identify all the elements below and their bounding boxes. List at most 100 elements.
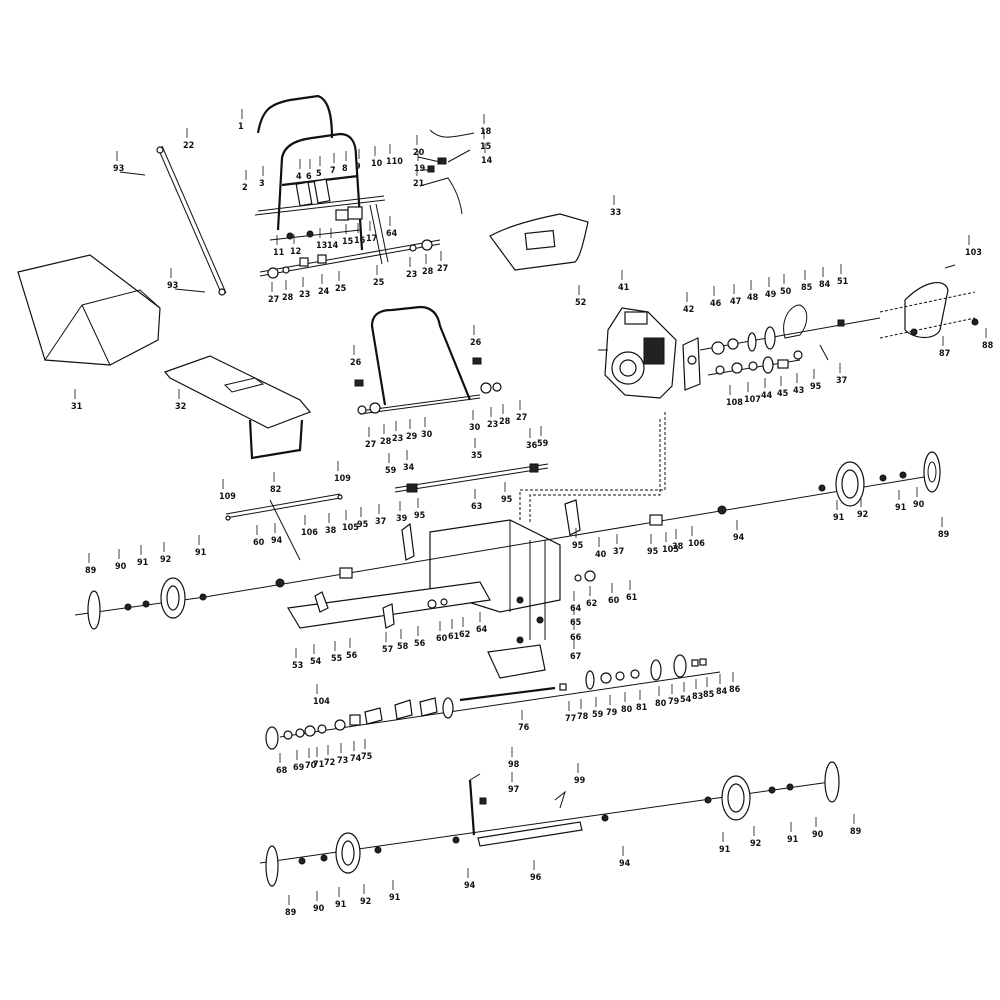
callout-label-35: 35	[471, 451, 483, 461]
callout-label-97: 97	[508, 785, 519, 795]
callout-label-77: 77	[565, 714, 576, 724]
grass-bag-drawing	[17, 254, 161, 366]
callout-label-106: 106	[688, 539, 705, 549]
callout-label-37: 37	[375, 517, 386, 527]
callout-label-54: 54	[310, 657, 322, 667]
callout-label-26: 26	[350, 358, 362, 368]
callout-label-11: 11	[273, 248, 285, 258]
callout-label-89: 89	[85, 566, 97, 576]
callout-label-39: 39	[396, 514, 408, 524]
callout-label-46: 46	[710, 299, 722, 309]
callout-label-75: 75	[361, 752, 373, 762]
callout-label-104: 104	[313, 697, 330, 707]
callout-label-28: 28	[380, 437, 392, 447]
callout-label-1: 1	[238, 122, 244, 132]
callout-label-59: 59	[537, 439, 549, 449]
callout-label-95: 95	[647, 547, 659, 557]
callout-label-20: 20	[413, 148, 425, 158]
callout-label-59: 59	[385, 466, 397, 476]
callout-label-109: 109	[219, 492, 236, 502]
callout-label-110: 110	[386, 157, 403, 167]
wheel-right-upper	[835, 451, 941, 507]
callout-label-82: 82	[270, 485, 281, 495]
callout-label-45: 45	[777, 389, 789, 399]
callout-label-69: 69	[293, 763, 305, 773]
callout-label-14: 14	[327, 241, 339, 251]
callout-label-3: 3	[259, 179, 265, 189]
belt-cover-drawing	[879, 264, 979, 339]
callout-label-93: 93	[167, 281, 178, 291]
callout-label-91: 91	[833, 513, 845, 523]
small-parts-drawing	[417, 129, 475, 215]
callout-label-105: 105	[342, 523, 359, 533]
callout-label-83: 83	[692, 692, 703, 702]
cable-drawing	[119, 145, 227, 296]
callout-label-44: 44	[761, 391, 773, 401]
engine-drawing	[598, 307, 677, 399]
callout-label-51: 51	[837, 277, 849, 287]
engine-cover-drawing	[489, 213, 589, 271]
callout-label-103: 103	[965, 248, 982, 258]
callout-label-90: 90	[115, 562, 127, 572]
callout-label-76: 76	[518, 723, 530, 733]
callout-label-61: 61	[448, 632, 460, 642]
callout-label-95: 95	[414, 511, 426, 521]
callout-label-21: 21	[413, 179, 425, 189]
callout-label-95: 95	[572, 541, 584, 551]
callout-label-62: 62	[586, 599, 597, 609]
callout-label-95: 95	[357, 520, 369, 530]
callout-label-28: 28	[422, 267, 434, 277]
callout-label-57: 57	[382, 645, 393, 655]
callout-label-23: 23	[299, 290, 310, 300]
callout-label-23: 23	[406, 270, 417, 280]
callout-label-95: 95	[810, 382, 822, 392]
callout-label-41: 41	[618, 283, 630, 293]
callout-label-37: 37	[613, 547, 624, 557]
callout-label-81: 81	[636, 703, 648, 713]
callout-label-27: 27	[516, 413, 527, 423]
callout-label-91: 91	[195, 548, 207, 558]
front-axle-drawing	[204, 471, 931, 598]
callout-label-94: 94	[619, 859, 631, 869]
wheel-right-lower	[704, 761, 840, 821]
callout-label-84: 84	[819, 280, 831, 290]
callout-label-91: 91	[787, 835, 799, 845]
callout-label-60: 60	[253, 538, 265, 548]
callout-label-14: 14	[481, 156, 493, 166]
callout-label-90: 90	[913, 500, 925, 510]
callout-label-66: 66	[570, 633, 582, 643]
callout-label-15: 15	[480, 142, 492, 152]
callout-label-56: 56	[414, 639, 426, 649]
callout-label-96: 96	[530, 873, 542, 883]
callout-label-67: 67	[570, 652, 581, 662]
callout-label-64: 64	[570, 604, 582, 614]
callout-label-92: 92	[857, 510, 868, 520]
callout-label-91: 91	[137, 558, 149, 568]
callout-label-8: 8	[342, 164, 348, 174]
callout-label-26: 26	[470, 338, 482, 348]
callout-label-38: 38	[325, 526, 337, 536]
callout-label-94: 94	[271, 536, 283, 546]
callout-label-28: 28	[499, 417, 511, 427]
wheel-left-lower	[265, 832, 382, 887]
callout-label-72: 72	[324, 758, 335, 768]
callout-label-60: 60	[436, 634, 448, 644]
callout-label-68: 68	[276, 766, 288, 776]
callout-label-89: 89	[850, 827, 862, 837]
callout-label-12: 12	[290, 247, 301, 257]
callout-label-84: 84	[716, 687, 728, 697]
callout-label-38: 38	[672, 542, 684, 552]
callout-label-13: 13	[316, 241, 327, 251]
brackets-drawing	[314, 499, 663, 629]
callout-label-18: 18	[480, 127, 492, 137]
callout-label-106: 106	[301, 528, 318, 538]
upper-handle-drawing	[254, 94, 441, 279]
callout-label-5: 5	[316, 169, 322, 179]
callout-label-28: 28	[282, 293, 294, 303]
callout-label-63: 63	[471, 502, 482, 512]
belt-drive-drawing	[682, 304, 881, 391]
callout-label-24: 24	[318, 287, 330, 297]
callout-label-27: 27	[437, 264, 448, 274]
callout-label-59: 59	[592, 710, 604, 720]
